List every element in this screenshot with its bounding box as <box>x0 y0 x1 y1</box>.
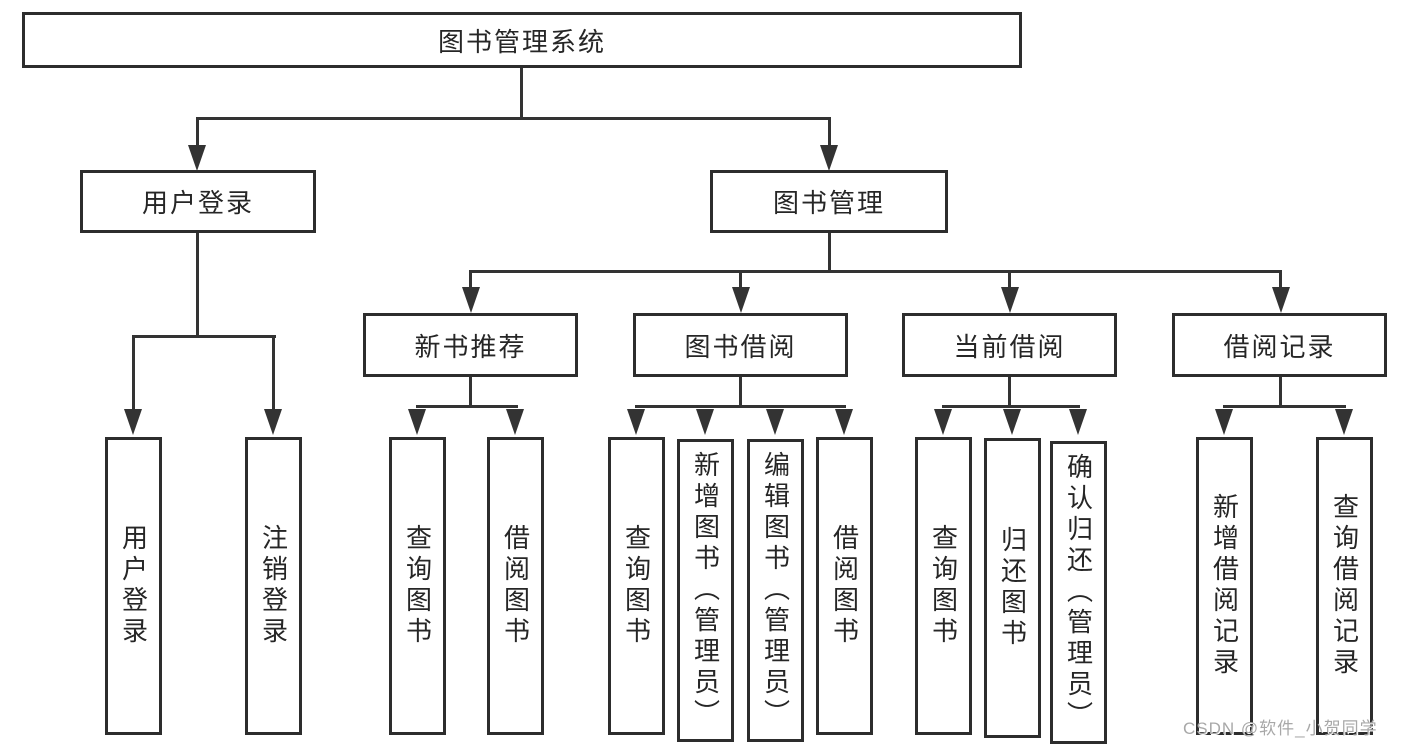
leaf-borrow-add-books-admin: 新增图书（管理员） <box>677 439 734 742</box>
leaf-newbook-query-books: 查询图书 <box>389 437 446 735</box>
node-label: 查询图书 <box>928 524 959 648</box>
connector-line <box>416 405 518 408</box>
leaf-record-query-record: 查询借阅记录 <box>1316 437 1373 735</box>
connector-line <box>942 405 1080 408</box>
node-label: 查询图书 <box>402 524 433 648</box>
arrowhead-down-icon <box>188 145 206 171</box>
connector-line <box>739 376 742 407</box>
node-label: 确认归还（管理员） <box>1063 453 1094 732</box>
arrowhead-down-icon <box>627 409 645 435</box>
arrowhead-down-icon <box>835 409 853 435</box>
arrowhead-down-icon <box>1272 287 1290 313</box>
connector-line <box>1279 376 1282 407</box>
arrowhead-down-icon <box>408 409 426 435</box>
leaf-record-add-record: 新增借阅记录 <box>1196 437 1253 735</box>
connector-line <box>1008 270 1011 289</box>
connector-line <box>196 233 199 338</box>
leaf-borrow-borrow-books: 借阅图书 <box>816 437 873 735</box>
leaf-logout: 注销登录 <box>245 437 302 735</box>
node-label: 查询借阅记录 <box>1329 493 1360 679</box>
node-label: 编辑图书（管理员） <box>760 451 791 730</box>
connector-line <box>196 117 199 146</box>
node-root: 图书管理系统 <box>22 12 1022 68</box>
node-label: 图书借阅 <box>684 331 797 362</box>
connector-line <box>132 335 135 412</box>
arrowhead-down-icon <box>1069 409 1087 435</box>
connector-line <box>1279 270 1282 289</box>
node-current-borrow: 当前借阅 <box>902 313 1117 377</box>
arrowhead-down-icon <box>1001 287 1019 313</box>
node-label: 图书管理 <box>772 188 885 218</box>
node-new-book-rec: 新书推荐 <box>363 313 578 377</box>
node-borrow-record: 借阅记录 <box>1172 313 1387 377</box>
connector-line <box>1008 376 1011 407</box>
node-label: 注销登录 <box>258 524 289 648</box>
connector-line <box>272 335 275 412</box>
csdn-watermark: CSDN @软件_小贺同学 <box>1183 719 1378 738</box>
arrowhead-down-icon <box>124 409 142 435</box>
arrowhead-down-icon <box>1335 409 1353 435</box>
connector-line <box>1223 405 1346 408</box>
node-label: 归还图书 <box>997 526 1028 650</box>
node-label: 新书推荐 <box>414 331 527 362</box>
node-label: 图书管理系统 <box>437 26 606 57</box>
node-label: 用户登录 <box>141 188 254 218</box>
connector-line <box>469 270 472 289</box>
arrowhead-down-icon <box>1003 409 1021 435</box>
node-label: 借阅图书 <box>829 524 860 648</box>
leaf-newbook-borrow-books: 借阅图书 <box>487 437 544 735</box>
node-label: 新增借阅记录 <box>1209 493 1240 679</box>
arrowhead-down-icon <box>766 409 784 435</box>
node-book-mgmt-group: 图书管理 <box>710 170 948 233</box>
connector-line <box>828 233 831 273</box>
node-label: 借阅图书 <box>500 524 531 648</box>
connector-line <box>828 117 831 146</box>
arrowhead-down-icon <box>1215 409 1233 435</box>
connector-line <box>635 405 846 408</box>
leaf-borrow-query-books: 查询图书 <box>608 437 665 735</box>
node-user-login-group: 用户登录 <box>80 170 316 233</box>
node-book-borrow: 图书借阅 <box>633 313 848 377</box>
arrowhead-down-icon <box>934 409 952 435</box>
leaf-current-confirm-return-admin: 确认归还（管理员） <box>1050 441 1107 744</box>
arrowhead-down-icon <box>264 409 282 435</box>
node-label: 新增图书（管理员） <box>690 451 721 730</box>
connector-line <box>520 68 523 117</box>
connector-line <box>469 270 1282 273</box>
connector-line <box>469 376 472 407</box>
leaf-borrow-edit-books-admin: 编辑图书（管理员） <box>747 439 804 742</box>
node-label: 借阅记录 <box>1223 331 1336 362</box>
connector-line <box>132 335 276 338</box>
node-label: 当前借阅 <box>953 331 1066 362</box>
leaf-user-login: 用户登录 <box>105 437 162 735</box>
arrowhead-down-icon <box>732 287 750 313</box>
arrowhead-down-icon <box>696 409 714 435</box>
leaf-current-query-books: 查询图书 <box>915 437 972 735</box>
arrowhead-down-icon <box>462 287 480 313</box>
node-label: 用户登录 <box>118 524 149 648</box>
node-label: 查询图书 <box>621 524 652 648</box>
arrowhead-down-icon <box>820 145 838 171</box>
leaf-current-return-books: 归还图书 <box>984 438 1041 738</box>
connector-line <box>196 117 831 120</box>
arrowhead-down-icon <box>506 409 524 435</box>
connector-line <box>739 270 742 289</box>
